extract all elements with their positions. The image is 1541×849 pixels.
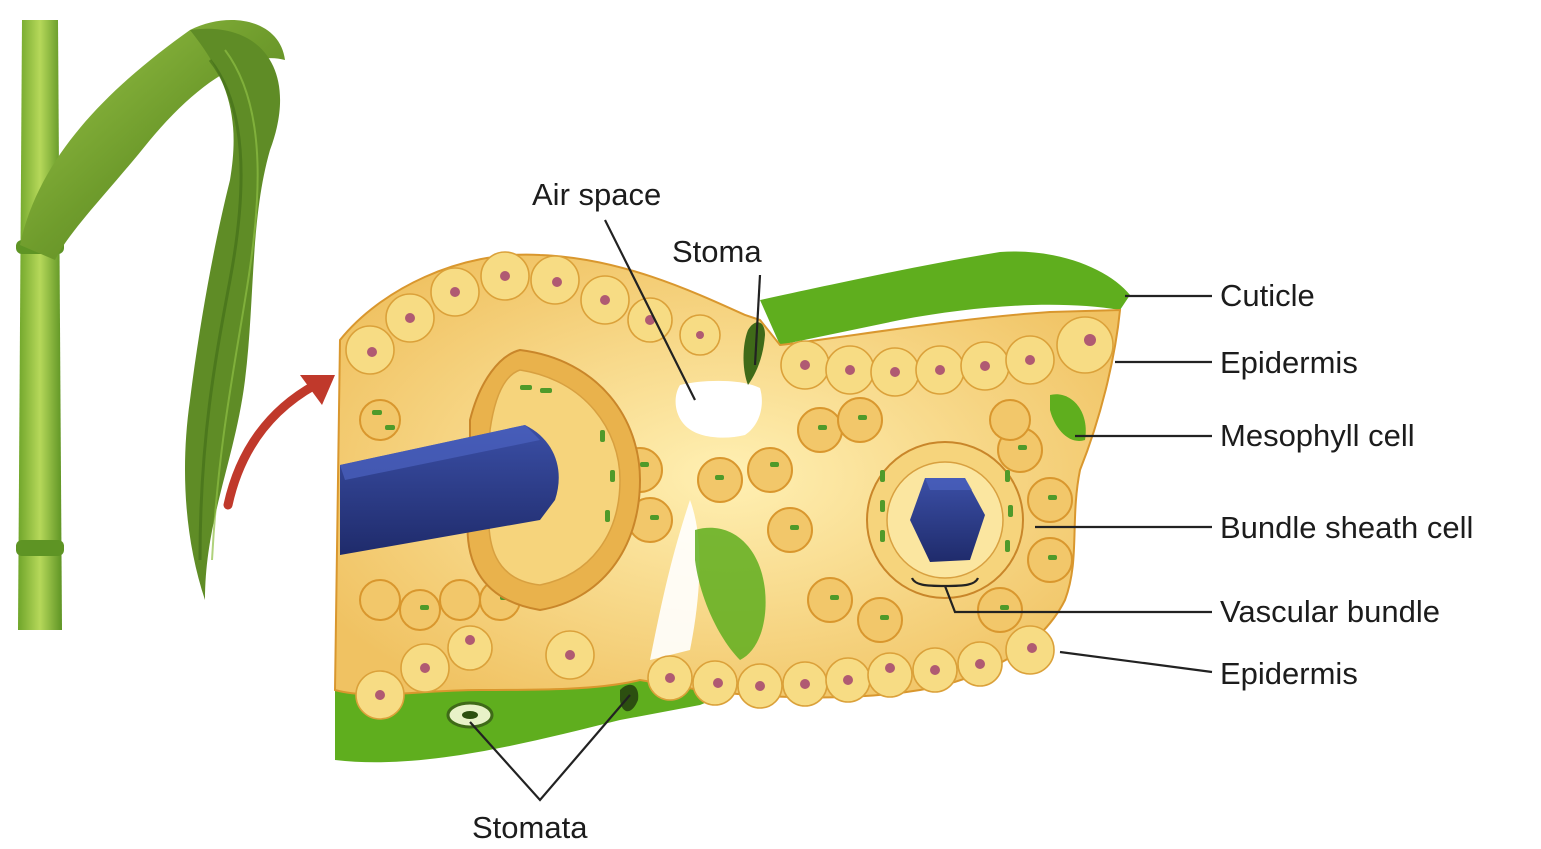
label-stoma: Stoma [672,234,762,269]
label-cuticle: Cuticle [1220,278,1315,313]
label-bundle-sheath-cell: Bundle sheath cell [1220,510,1473,545]
plant-stem-illustration [16,20,285,630]
cross-section-block [335,252,1130,763]
label-epidermis-upper: Epidermis [1220,345,1358,380]
label-air-space: Air space [532,177,661,212]
stem-node [16,540,64,556]
red-arrow-icon [228,375,335,505]
label-mesophyll-cell: Mesophyll cell [1220,418,1415,453]
label-stomata: Stomata [472,810,588,845]
epidermis-lower-leader [1060,652,1212,672]
leaf-blade [185,29,280,600]
stem [18,20,62,630]
label-epidermis-lower: Epidermis [1220,656,1358,691]
label-vascular-bundle: Vascular bundle [1220,594,1440,629]
vascular-bundle-round [867,442,1023,598]
